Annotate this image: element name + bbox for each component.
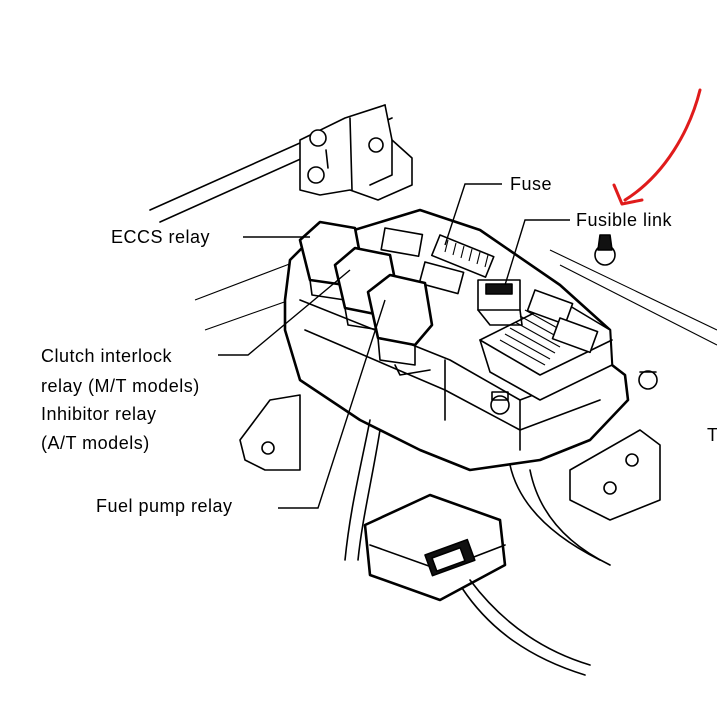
- upper-bracket: [299, 104, 413, 201]
- fuse-row: [430, 234, 495, 278]
- label-fuse: Fuse: [510, 174, 552, 194]
- lower-connector: [363, 493, 507, 602]
- bolts: [490, 234, 658, 415]
- label-clutch-line1: Clutch interlock: [41, 346, 173, 366]
- wire-harness: [344, 419, 611, 676]
- leader-lines: [218, 183, 570, 509]
- red-annotation-arrow: [612, 88, 702, 206]
- fuel-pump-relay-shape: [366, 273, 434, 376]
- label-fusible-link: Fusible link: [576, 210, 673, 230]
- label-clutch-line2: relay (M/T models): [41, 376, 200, 396]
- label-inhibitor-line1: Inhibitor relay: [41, 404, 157, 424]
- fusible-link-block: [477, 279, 523, 326]
- label-eccs-relay: ECCS relay: [111, 227, 210, 247]
- label-inhibitor-line2: (A/T models): [41, 433, 150, 453]
- label-fuel-pump-relay: Fuel pump relay: [96, 496, 233, 516]
- label-edge-fragment: T: [707, 425, 717, 445]
- mount-brackets: [239, 394, 661, 521]
